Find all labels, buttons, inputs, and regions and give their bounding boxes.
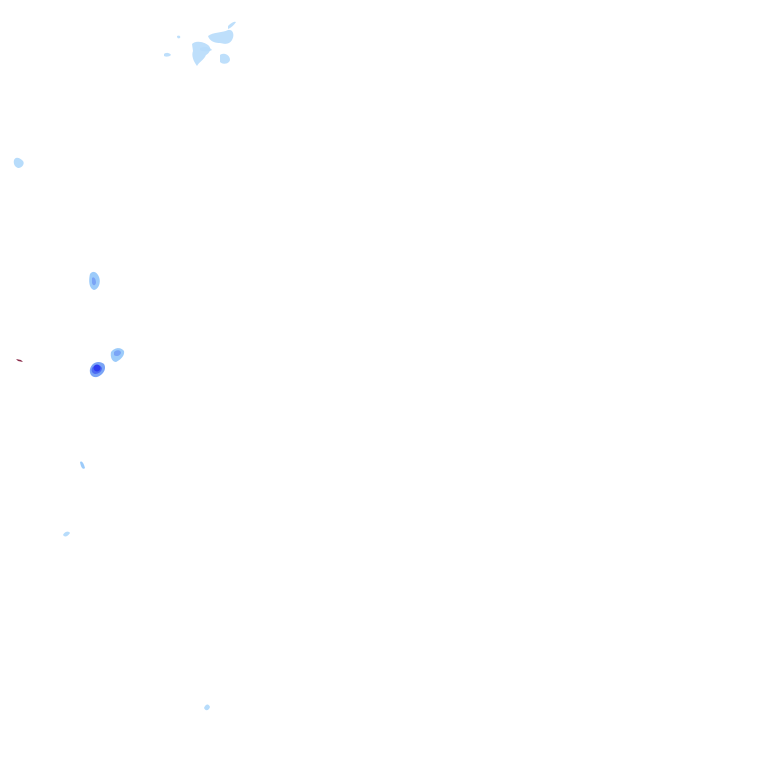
echo-cluster-midwest [89, 271, 100, 290]
echo-cell [92, 277, 96, 286]
echo-cell [204, 704, 210, 711]
echo-cell [63, 531, 70, 537]
echo-cell [208, 29, 234, 44]
echo-cell [80, 461, 85, 469]
echo-cell [177, 35, 181, 39]
echo-cell [228, 21, 236, 29]
echo-core [93, 364, 101, 372]
echo-cell [200, 46, 212, 52]
echo-cell [114, 350, 121, 357]
echo-cell-west [13, 157, 24, 168]
echo-cell [192, 41, 211, 66]
echo-cell [164, 52, 171, 57]
echo-cluster-heavy [89, 348, 125, 378]
echo-cluster-north [164, 21, 236, 66]
echo-trace [16, 359, 23, 362]
echo-cell [220, 53, 230, 64]
